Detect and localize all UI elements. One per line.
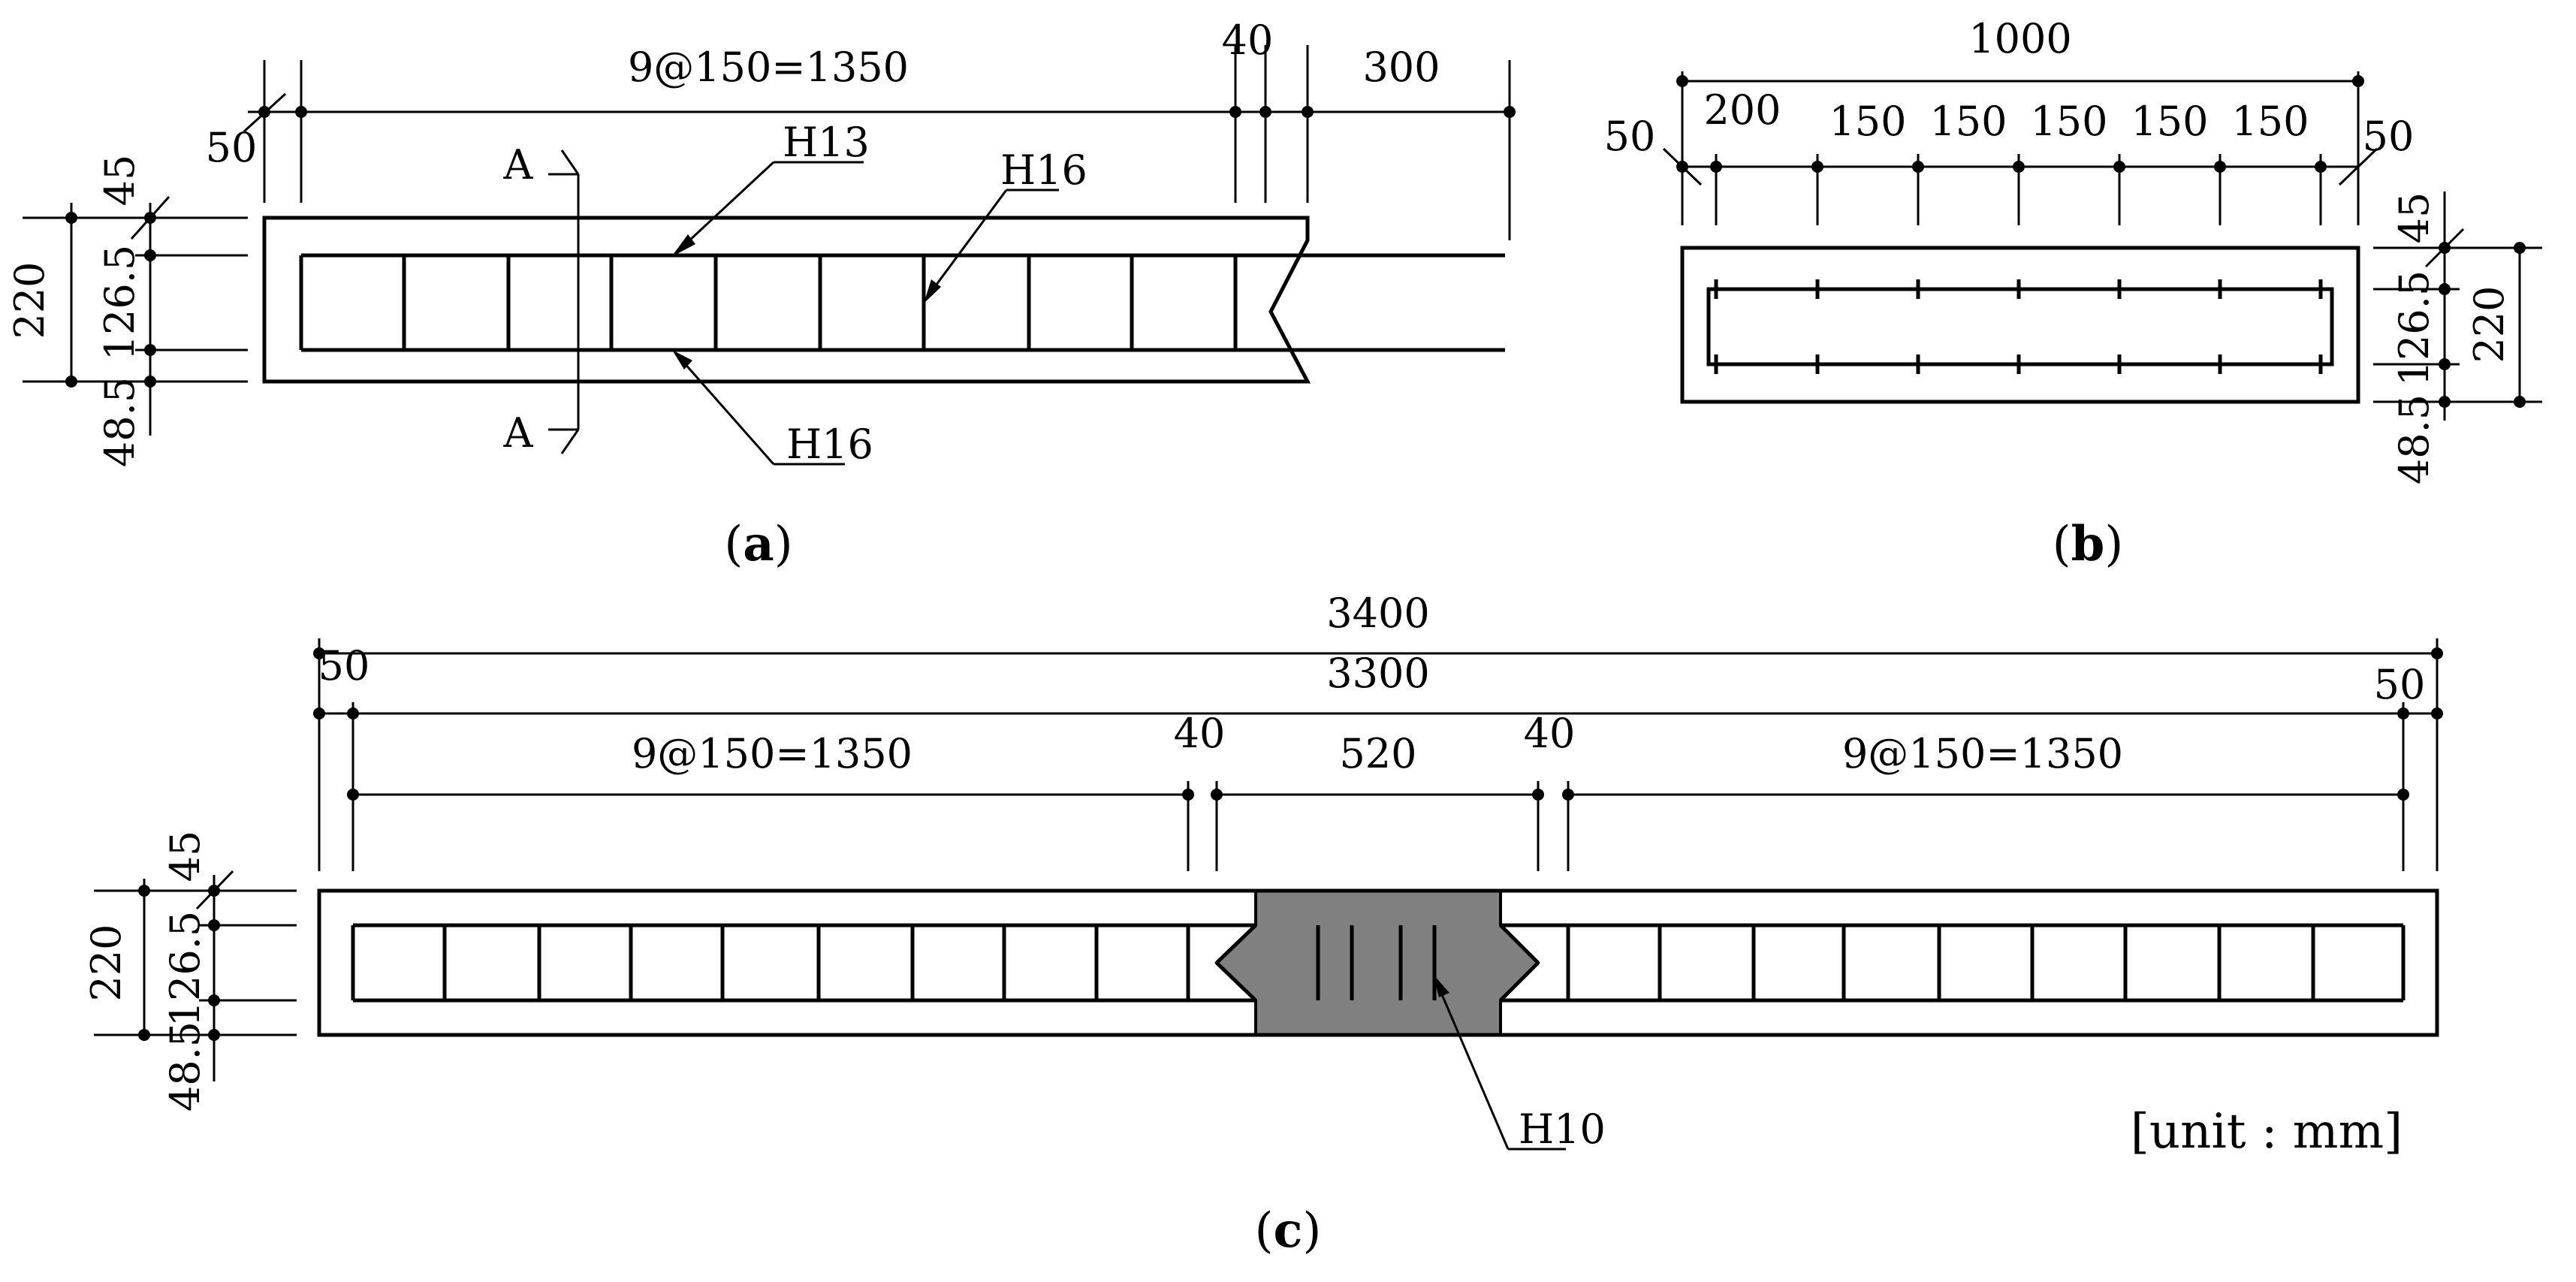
panel-c-lap-top-left	[1215, 924, 1257, 964]
panel-c-dim-inner: 3300	[1326, 650, 1429, 697]
panel-c-lap-bottom-left	[1215, 961, 1257, 1002]
panel-c-dim-end-right: 50	[2374, 661, 2426, 708]
panel-b-bars	[1714, 279, 2323, 374]
panel-c-dim-end-left: 50	[318, 642, 370, 689]
panel-b-dim-bar-spacing-5: 150	[2231, 98, 2309, 145]
panel-a-label-stirrup: H16	[1000, 146, 1087, 194]
unit-note: [unit : mm]	[2131, 1104, 2403, 1160]
panel-a-leader-bottom-bar	[672, 350, 845, 466]
panel-b-dim-bottom-cover: 48.5	[2390, 394, 2438, 484]
panel-b-dim-right	[2373, 192, 2542, 421]
panel-c-caption: (c)	[1255, 1202, 1322, 1259]
panel-b-dim-edge-right: 50	[2363, 113, 2415, 160]
panel-c-dim-total-depth: 220	[83, 924, 130, 1001]
panel-a-section-mark-top: A	[503, 141, 534, 189]
panel-c-dim-top-cover: 45	[161, 831, 209, 882]
panel-b-dim-edge-left: 50	[1604, 113, 1656, 160]
panel-b-dim-bar-spacing-2: 150	[1929, 98, 2007, 145]
panel-a-label-top-bar: H13	[783, 119, 870, 166]
panel-a: 9@150=1350 50 40 300 220 45 126.5 48.5	[6, 17, 1516, 572]
panel-a-dim-bar-spacing: 126.5	[96, 245, 143, 361]
panel-b-caption: (b)	[2053, 516, 2124, 572]
panel-a-section-mark-bottom: A	[503, 409, 534, 457]
panel-c-dim-total: 3400	[1326, 590, 1429, 637]
panel-c-dim-gap-left: 40	[1174, 710, 1226, 757]
panel-c-lap-bottom-right	[1499, 961, 1540, 1002]
panel-b-dim-bar-spacing-4: 150	[2131, 98, 2208, 145]
panel-b-stirrup	[1706, 287, 2334, 367]
panel-b-dim-bar-spacing-1: 150	[1829, 98, 1906, 145]
panel-b-dim-width: 1000	[1968, 15, 2071, 62]
panel-c-dim-left	[94, 870, 297, 1081]
panel-a-dim-gap: 40	[1222, 17, 1274, 64]
panel-c-beam-outline	[317, 888, 2439, 1037]
panel-c-dim-spacing-right: 9@150=1350	[1842, 730, 2123, 777]
panel-c-lap-top-right	[1499, 924, 1540, 964]
panel-a-dim-top-cover: 45	[96, 155, 143, 207]
panel-c-label-joint-bar: H10	[1519, 1106, 1606, 1153]
panel-c-joint-bars	[1316, 925, 1437, 1000]
panel-c-dim-joint: 520	[1339, 730, 1416, 777]
panel-a-leader-top-bar	[671, 161, 864, 257]
panel-a-dim-end-cover: 50	[206, 124, 258, 171]
panel-b-dim-depth: 220	[2466, 285, 2513, 363]
panel-a-dim-bottom-cover: 48.5	[96, 377, 143, 467]
panel-a-caption: (a)	[724, 516, 792, 572]
panel-b-dim-top-cover: 45	[2390, 192, 2438, 244]
panel-c-dim-gap-right: 40	[1524, 710, 1576, 757]
panel-b-dim-bar-spacing-3: 150	[2030, 98, 2107, 145]
panel-b-dim-first-bar: 200	[1703, 86, 1781, 134]
panel-a-section-cut	[548, 149, 580, 454]
panel-b-dim-bar-spacing-v: 126.5	[2390, 270, 2438, 387]
panel-c-dim-top	[313, 638, 2443, 871]
panel-a-dim-total-depth: 220	[6, 261, 53, 339]
panel-c: 3400 3300 50 50 9@150=1350 40 520 40 9@1…	[83, 590, 2443, 1259]
panel-c-dim-bottom-cover: 48.5	[161, 1021, 209, 1112]
panel-a-dim-top	[243, 45, 1516, 240]
panel-c-leader-joint-bar	[1433, 974, 1566, 1151]
panel-a-dim-extension: 300	[1362, 44, 1440, 91]
panel-b-section-outline	[1680, 246, 2360, 404]
panel-c-joint-region	[1214, 889, 1540, 1036]
panel-a-leader-stirrup	[924, 189, 1059, 303]
panel-a-beam-outline	[262, 216, 1311, 384]
panel-b: 1000 50 200 150 150 150 150 150 50 45 12…	[1604, 15, 2542, 572]
panel-b-dim-top	[1662, 71, 2378, 225]
panel-a-dim-spacing: 9@150=1350	[628, 44, 909, 91]
panel-a-dim-left	[23, 196, 248, 436]
panel-c-stirrups	[351, 925, 2406, 1000]
panel-c-dim-spacing-left: 9@150=1350	[632, 730, 912, 777]
panel-a-stirrups	[299, 255, 1238, 350]
panel-c-dim-bar-spacing: 126.5	[161, 911, 209, 1027]
panel-a-label-bottom-bar: H16	[786, 421, 873, 468]
